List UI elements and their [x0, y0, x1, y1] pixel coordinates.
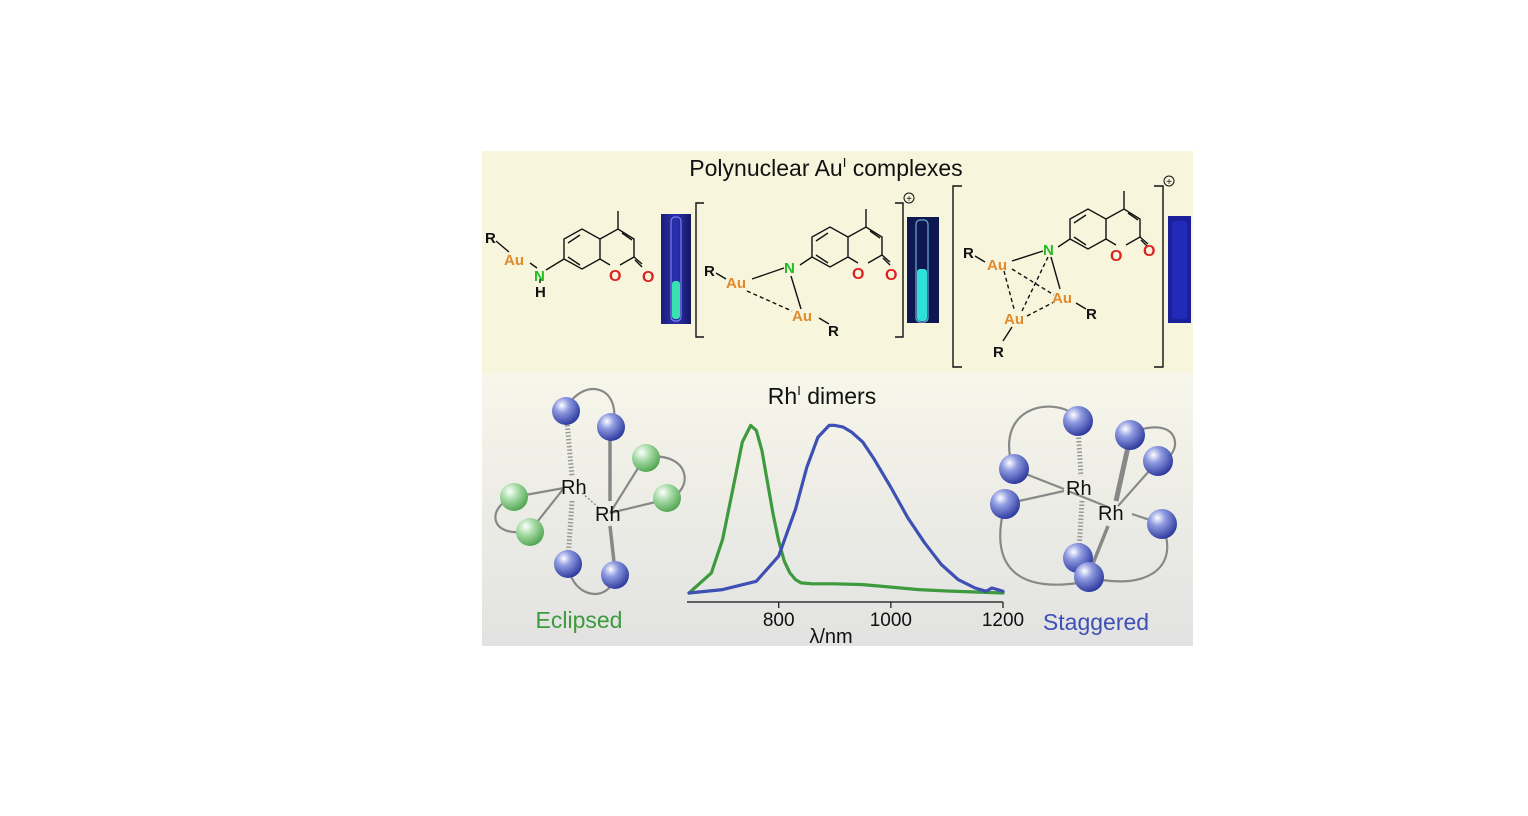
staggered-dimer-structure: Rh Rh — [990, 405, 1177, 592]
atom-r: R — [993, 344, 1004, 361]
atom-au: Au — [1052, 290, 1072, 307]
top-panel-background — [482, 151, 1193, 373]
complex-3-structure: R Au N Au R Au R O O — [963, 191, 1155, 361]
x-tick-label: 1200 — [982, 610, 1024, 631]
atom-au: Au — [792, 308, 812, 325]
complex-2-brackets — [695, 202, 904, 338]
x-axis-label: λ/nm — [809, 626, 852, 646]
vial-1-photo — [661, 214, 691, 324]
complex-2-structure: R Au N Au R O O — [704, 209, 897, 340]
atom-r: R — [828, 323, 839, 340]
atom-au: Au — [1004, 311, 1024, 328]
atom-o-carbonyl: O — [885, 267, 897, 284]
vial-3-photo — [1168, 216, 1191, 323]
atom-au: Au — [726, 275, 746, 292]
atom-o-carbonyl: O — [1143, 243, 1155, 260]
atom-n: N — [1043, 242, 1054, 259]
metal-rh-upper: Rh — [561, 477, 587, 499]
atom-au: Au — [504, 252, 524, 269]
series-line-eclipsed — [687, 423, 1005, 595]
atom-o-ring: O — [609, 268, 621, 285]
atom-au: Au — [987, 257, 1007, 274]
atom-r: R — [963, 245, 974, 262]
x-tick-label: 1000 — [870, 610, 912, 631]
x-tick-label: 800 — [763, 610, 795, 631]
figure-canvas: Polynuclear AuI complexes R Au N H O O — [482, 151, 1193, 646]
complex-3-brackets — [952, 185, 1164, 368]
figure: Polynuclear AuI complexes R Au N H O O — [482, 151, 1193, 646]
charge-plus: + — [906, 194, 912, 205]
atom-o-ring: O — [1110, 248, 1122, 265]
charge-plus: + — [1166, 177, 1172, 188]
eclipsed-dimer-structure: Rh Rh — [494, 388, 686, 596]
complex-3-charge: + — [1163, 175, 1175, 188]
atom-o-carbonyl: O — [642, 269, 654, 286]
staggered-label: Staggered — [1043, 609, 1149, 635]
atom-n: N — [534, 268, 545, 285]
atom-n: N — [784, 260, 795, 277]
vial-2-photo — [907, 217, 939, 323]
metal-rh-lower: Rh — [1098, 503, 1124, 525]
atom-r: R — [485, 230, 496, 247]
bottom-panel-title: RhI dimers — [768, 383, 876, 409]
atom-h: H — [535, 284, 546, 301]
atom-r: R — [704, 263, 715, 280]
series-line-staggered — [687, 423, 1005, 595]
complex-1-structure: R Au N H O O — [485, 211, 654, 301]
top-panel-title: Polynuclear AuI complexes — [689, 155, 962, 181]
emission-spectrum-chart: 800 1000 1200 λ/nm — [687, 423, 1024, 646]
complex-2-charge: + — [903, 192, 915, 205]
atom-o-ring: O — [852, 266, 864, 283]
metal-rh-lower: Rh — [595, 504, 621, 526]
atom-r: R — [1086, 306, 1097, 323]
metal-rh-upper: Rh — [1066, 478, 1092, 500]
eclipsed-label: Eclipsed — [536, 607, 623, 633]
